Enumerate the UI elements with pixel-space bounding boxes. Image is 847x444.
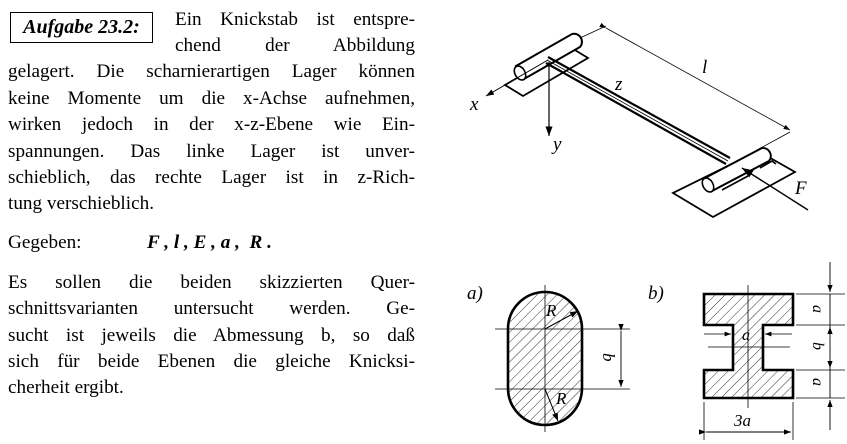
width-3a-label: 3a	[733, 411, 751, 430]
radius-top-label: R	[545, 301, 557, 320]
text-line: schieblich, das rechte Lager ist in z-Ri…	[8, 167, 415, 188]
given-label: Gegeben:	[8, 232, 82, 253]
text-line: gelagert. Die scharnierartigen Lager kön…	[8, 61, 415, 82]
force-arrow	[741, 167, 809, 211]
dim-mid-b-label: b	[809, 342, 826, 350]
section-a-stadium	[495, 285, 630, 432]
radius-bottom-label: R	[555, 389, 567, 408]
x-axis-label: x	[469, 94, 479, 115]
text-line: sich für beide Ebenen die gleiche Knicks…	[8, 351, 415, 372]
text-line: cherheit ergibt.	[8, 377, 124, 398]
z-axis-label: z	[614, 74, 623, 95]
text-line: spannungen. Das linke Lager ist unver-	[8, 141, 415, 162]
force-label: F	[794, 178, 807, 199]
dim-b-label: b	[599, 353, 618, 362]
text-line: sucht ist jeweils die Abmessung b, so da…	[8, 325, 415, 346]
web-a-label: a	[742, 327, 750, 344]
y-axis-label: y	[551, 134, 562, 155]
buckling-rod-diagram	[485, 22, 809, 219]
given-values: F , l , E , a , R .	[147, 232, 272, 253]
dim-top-a-label: a	[809, 305, 826, 313]
text-line: tung verschieblich.	[8, 193, 154, 214]
section-b-label: b)	[648, 283, 664, 304]
length-label: l	[702, 57, 707, 78]
dim-bottom-a-label: a	[809, 378, 826, 386]
text-line: Es sollen die beiden skizzierten Quer-	[8, 272, 415, 293]
text-line: keine Momente um die x-Achse aufnehmen,	[8, 88, 415, 109]
right-bearing-cylinder	[701, 146, 777, 193]
task-title: Aufgabe 23.2:	[10, 12, 153, 43]
section-a-label: a)	[467, 283, 483, 304]
x-axis-arrow	[485, 59, 549, 97]
length-dimension	[579, 22, 791, 151]
text-line: wirken jedoch in der x-z-Ebene wie Ein-	[8, 114, 415, 135]
text-line: Ein Knickstab ist entspre-	[175, 9, 415, 30]
text-line: chend der Abbildung	[175, 35, 415, 56]
section-b-i-profile	[698, 262, 845, 440]
text-line: schnittsvarianten untersucht werden. Ge-	[8, 298, 415, 319]
